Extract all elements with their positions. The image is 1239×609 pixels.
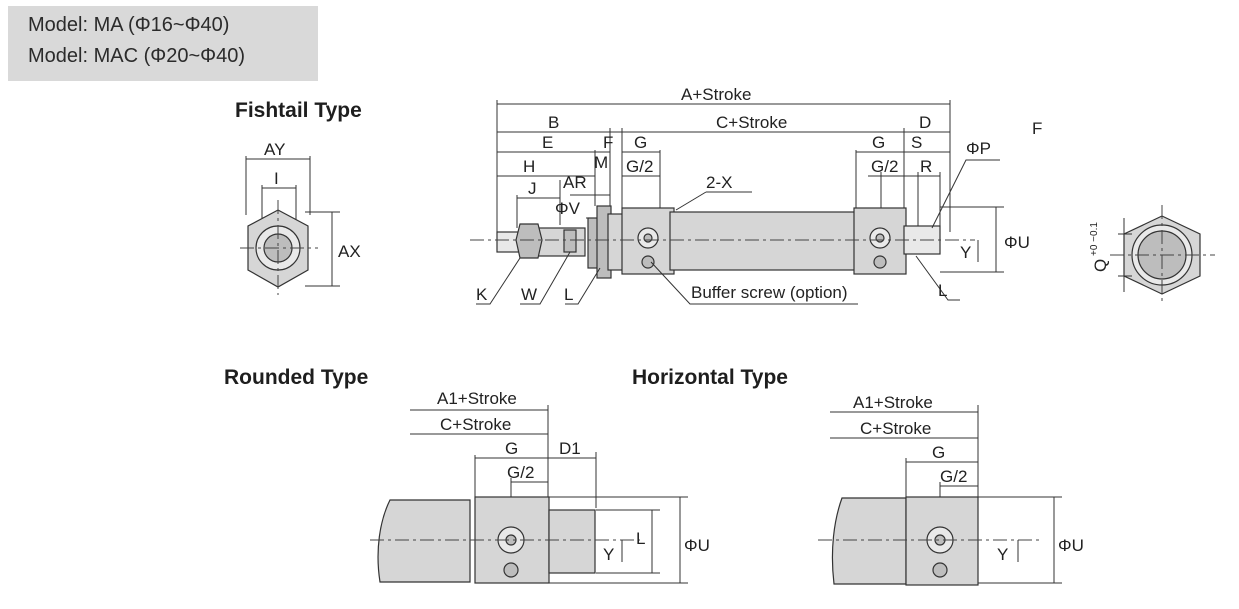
dim-G-half-right: G/2 [871, 157, 898, 176]
horizontal-dim-G-half: G/2 [940, 467, 967, 486]
dim-F-right: F [1032, 119, 1042, 138]
dim-G-right: G [872, 133, 885, 152]
dim-K: K [476, 285, 488, 304]
model-mac-label: Model: MAC (Φ20~Φ40) [28, 45, 245, 67]
dim-C-stroke: C+Stroke [716, 113, 787, 132]
dim-B: B [548, 113, 559, 132]
rounded-dim-G: G [505, 439, 518, 458]
rounded-dim-L: L [636, 529, 645, 548]
dim-I: I [274, 169, 279, 188]
dim-PhiP: ΦP [966, 139, 991, 158]
dim-J: J [528, 179, 537, 198]
fishtail-type-title: Fishtail Type [235, 99, 362, 122]
dim-H: H [523, 157, 535, 176]
rounded-dim-C-stroke: C+Stroke [440, 415, 511, 434]
dim-D: D [919, 113, 931, 132]
horizontal-dim-PhiU: ΦU [1058, 536, 1084, 555]
dim-F: F [603, 133, 613, 152]
rounded-dim-PhiU: ΦU [684, 536, 710, 555]
dim-S: S [911, 133, 922, 152]
buffer-screw-label: Buffer screw (option) [691, 283, 848, 302]
rounded-dim-Y: Y [603, 545, 614, 564]
dim-E: E [542, 133, 553, 152]
dim-AX: AX [338, 242, 361, 261]
horizontal-dim-Y: Y [997, 545, 1008, 564]
dim-AY: AY [264, 140, 285, 159]
dim-Q-tolerance: +0 −0.1 [1089, 222, 1100, 256]
model-ma-label: Model: MA (Φ16~Φ40) [28, 14, 230, 36]
rounded-dim-G-half: G/2 [507, 463, 534, 482]
dim-Y: Y [960, 243, 971, 262]
dim-W: W [521, 285, 537, 304]
rounded-dim-A1-stroke: A1+Stroke [437, 389, 517, 408]
dim-L: L [564, 285, 573, 304]
horizontal-dim-G: G [932, 443, 945, 462]
dim-G: G [634, 133, 647, 152]
horizontal-dim-C-stroke: C+Stroke [860, 419, 931, 438]
dim-R: R [920, 157, 932, 176]
dim-M: M [594, 153, 608, 172]
rounded-type-view: A1+Stroke C+Stroke G D1 G/2 L ΦU Y [370, 389, 710, 584]
horizontal-dim-A1-stroke: A1+Stroke [853, 393, 933, 412]
fishtail-end-view: AY I AX [240, 140, 361, 295]
dim-PhiV: ΦV [555, 199, 581, 218]
dim-AR: AR [563, 173, 587, 192]
horizontal-type-title: Horizontal Type [632, 366, 788, 389]
dim-G-half: G/2 [626, 157, 653, 176]
main-side-view: A+Stroke B C+Stroke D F E F G G S ΦP H M… [470, 85, 1042, 305]
dim-2-X: 2-X [706, 173, 732, 192]
dim-L-right: L [938, 281, 947, 300]
horizontal-type-view: A1+Stroke C+Stroke G G/2 ΦU Y [818, 393, 1084, 586]
dim-Q: Q [1091, 259, 1110, 272]
dim-A-stroke: A+Stroke [681, 85, 751, 104]
rounded-type-title: Rounded Type [224, 366, 369, 389]
rod-end-view: Q +0 −0.1 [1089, 205, 1215, 305]
dim-PhiU: ΦU [1004, 233, 1030, 252]
rounded-dim-D1: D1 [559, 439, 581, 458]
model-info-box: Model: MA (Φ16~Φ40) Model: MAC (Φ20~Φ40) [8, 6, 318, 81]
